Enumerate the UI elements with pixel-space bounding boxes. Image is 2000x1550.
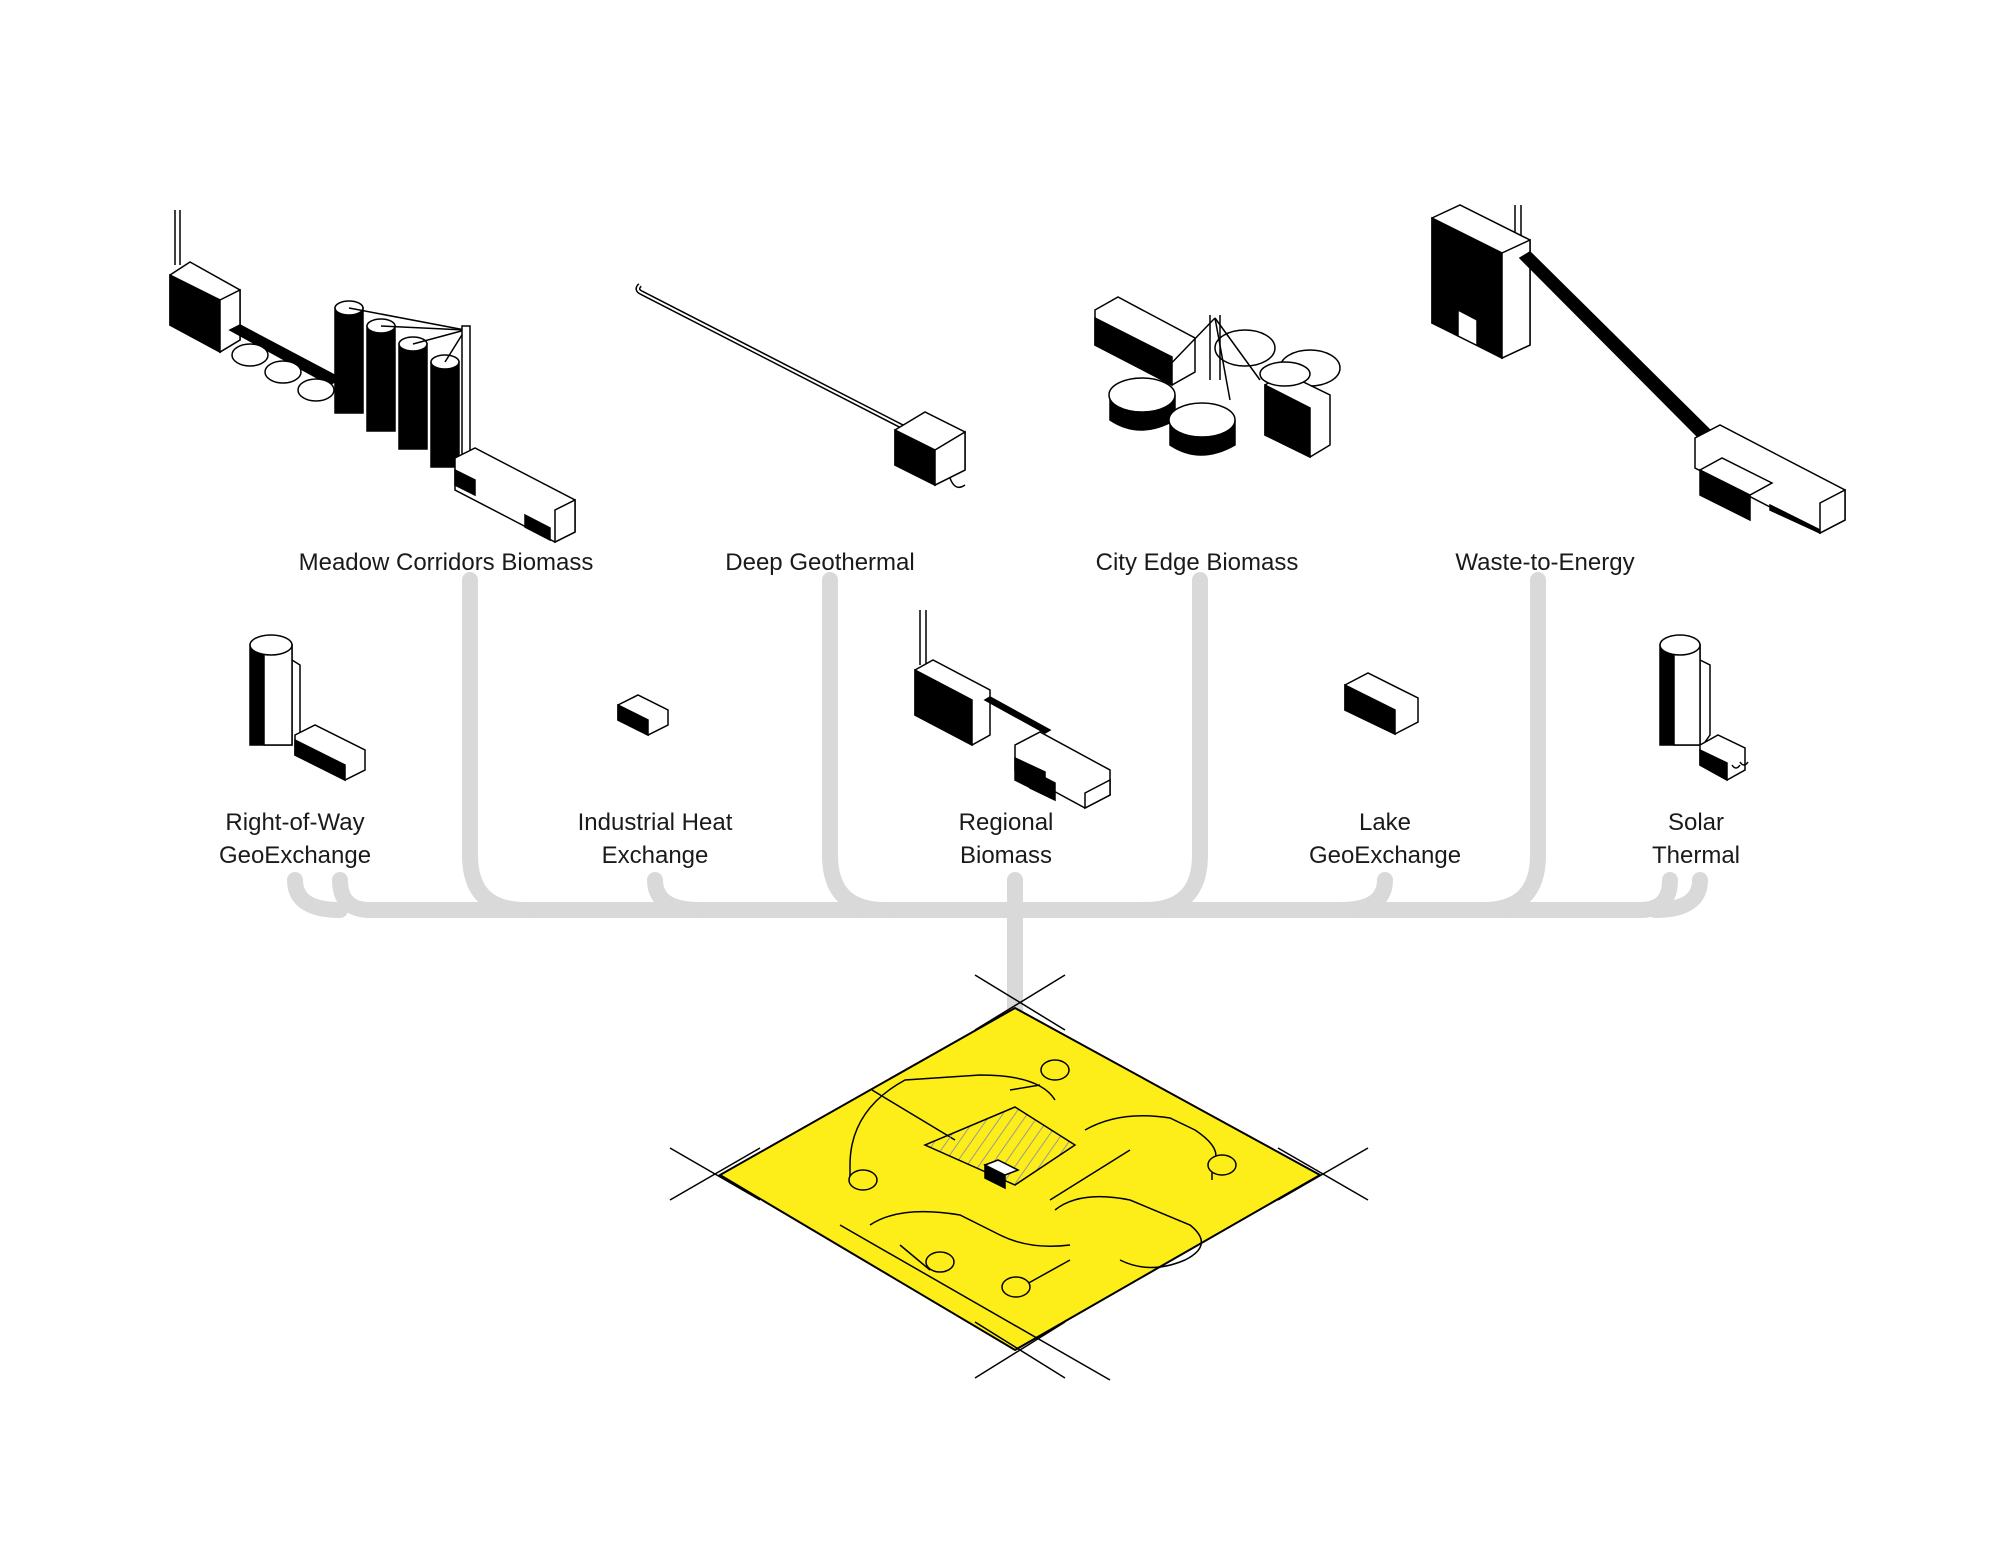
label-waste-to-energy: Waste-to-Energy (1455, 549, 1635, 576)
label-regional-biomass: Regional Biomass (959, 806, 1054, 872)
label-solar-thermal: Solar Thermal (1652, 806, 1740, 872)
meadow-biomass-facility (169, 210, 576, 544)
label-right-of-way-geoexchange: Right-of-Way GeoExchange (219, 806, 371, 872)
label-lake-geoexchange: Lake GeoExchange (1309, 806, 1461, 872)
label-meadow-corridors-biomass: Meadow Corridors Biomass (298, 549, 594, 576)
site-building (983, 1159, 1020, 1190)
label-line-2: Thermal (1651, 842, 1741, 869)
label-line-2: GeoExchange (1308, 842, 1462, 869)
pipe-industrial (647, 872, 708, 918)
grid-crosses (669, 974, 1369, 1379)
city-edge-biomass-facility (1094, 296, 1341, 459)
district-loops (839, 1074, 1217, 1381)
label-line-2: Biomass (959, 842, 1053, 869)
regional-biomass-facility (914, 610, 1111, 810)
label-line-1: Lake (1358, 809, 1412, 836)
solar-thermal-facility (1659, 634, 1749, 782)
district-plate (669, 974, 1369, 1381)
district-nodes (848, 1059, 1237, 1298)
label-line-1: Regional (958, 809, 1054, 836)
industrial-heat-exchange-facility (617, 694, 669, 737)
pipe-meadow (462, 572, 533, 918)
label-industrial-heat-exchange: Industrial Heat Exchange (578, 806, 733, 872)
pipe-solar (1647, 872, 1708, 918)
pipe-lake (1332, 872, 1393, 918)
pipe-city-edge (1137, 572, 1208, 918)
pipe-row-geo (287, 872, 348, 918)
label-line-2: GeoExchange (218, 842, 372, 869)
row-geoexchange-facility (249, 634, 366, 782)
deep-geothermal-facility (635, 283, 966, 489)
label-city-edge-biomass: City Edge Biomass (1095, 549, 1299, 576)
main-header-pipe (332, 872, 1678, 918)
label-line-2: Exchange (601, 842, 709, 869)
label-line-1: Industrial Heat (577, 809, 733, 836)
pipe-waste (1475, 572, 1546, 918)
pipe-network (287, 572, 1708, 1048)
label-deep-geothermal: Deep Geothermal (725, 549, 915, 576)
hatched-site (923, 1106, 1077, 1186)
label-line-1: Right-of-Way (225, 809, 365, 836)
lake-geoexchange-facility (1344, 672, 1419, 736)
label-line-1: Solar (1667, 809, 1725, 836)
waste-to-energy-facility (1431, 204, 1846, 535)
pipe-deep-geo (822, 572, 893, 918)
